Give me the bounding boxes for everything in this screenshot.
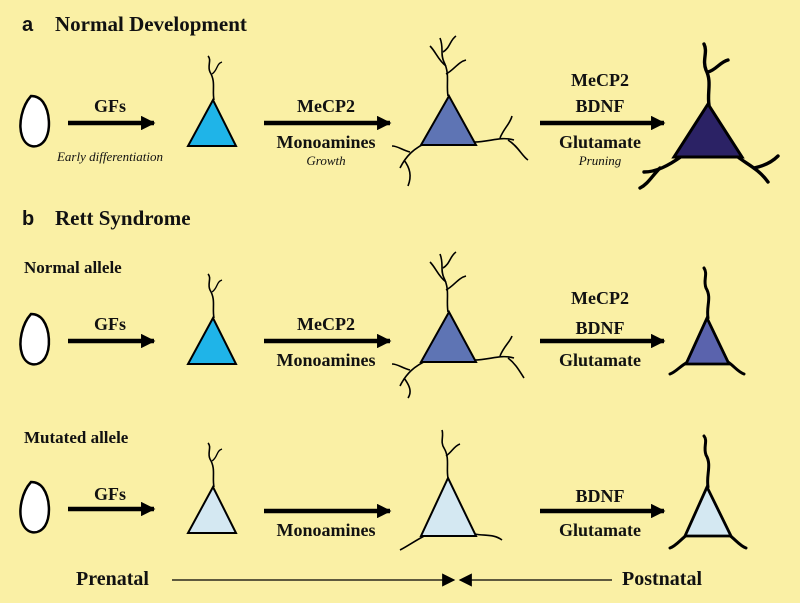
neuron-growing [391,35,529,187]
step2-monoamines-label: Monoamines [276,132,376,152]
normal-step3-glutamate-label: Glutamate [559,350,641,370]
postnatal-label: Postnatal [622,568,702,590]
row-normal-development [19,35,780,190]
neuron-mature [638,42,780,190]
mutated-step1-gfs-label: GFs [93,484,127,504]
step3-bdnf-label: BDNF [575,96,625,116]
mutated-step3-glutamate-label: Glutamate [559,520,641,540]
growth-note: Growth [306,153,346,168]
cell-icon [19,94,51,148]
neuron-early-mutated [186,442,238,534]
normal-step2-mecp2-label: MeCP2 [297,314,355,334]
normal-allele-label: Normal allele [24,258,122,277]
mutated-step2-monoamines-label: Monoamines [276,520,376,540]
row-mutated-allele [19,429,748,551]
normal-step1-gfs-label: GFs [93,314,127,334]
mutated-step3-bdnf-label: BDNF [575,486,625,506]
prenatal-label: Prenatal [76,568,149,590]
early-differentiation-note: Early differentiation [56,149,164,164]
step3-mecp2-label: MeCP2 [571,70,629,90]
row-normal-allele [19,251,746,399]
panel-b-title: Rett Syndrome [55,206,191,230]
neuron-early [186,55,238,147]
normal-step3-bdnf-label: BDNF [575,318,625,338]
cell-icon [19,480,51,534]
pruning-note: Pruning [578,153,622,168]
neuron-rett-pruned [668,266,746,376]
panel-a-letter: a [22,14,34,36]
cell-icon [19,312,51,366]
neuron-early [186,273,238,365]
step1-gfs-label: GFs [93,96,127,116]
panel-b-letter: b [22,208,35,230]
panel-a-title: Normal Development [55,12,247,36]
step3-glutamate-label: Glutamate [559,132,641,152]
neuron-mutated-mature [668,434,748,550]
normal-step2-monoamines-label: Monoamines [276,350,376,370]
neuron-growing [391,251,525,399]
mutated-allele-label: Mutated allele [24,428,129,447]
neuron-growing-mutated [399,429,503,551]
normal-step3-mecp2-label: MeCP2 [571,288,629,308]
step2-mecp2-label: MeCP2 [297,96,355,116]
